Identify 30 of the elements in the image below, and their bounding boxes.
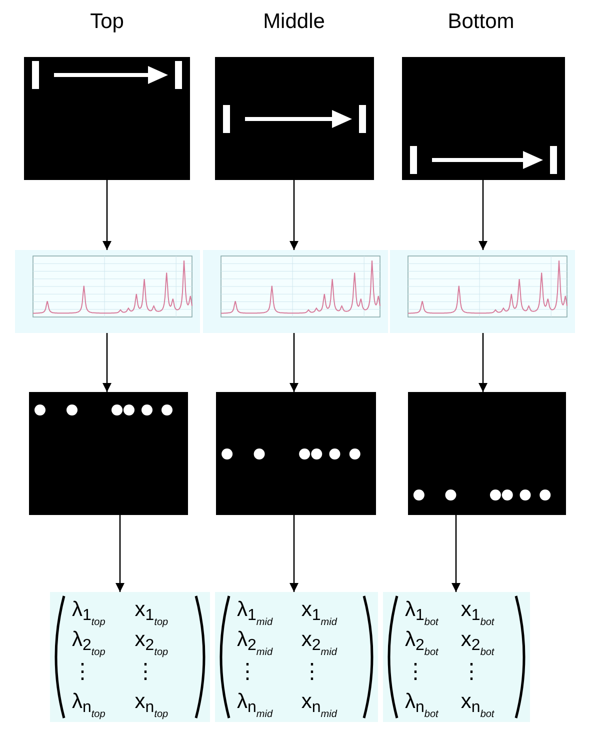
arrow bbox=[290, 333, 298, 392]
matrix-entry: ⋮ bbox=[134, 660, 156, 684]
arrow bbox=[478, 180, 488, 250]
column-heading: Top bbox=[89, 10, 125, 34]
spectrum-chart-drawing bbox=[390, 250, 575, 333]
matrix-entry: ⋮ bbox=[301, 660, 322, 684]
matrix-entry: ⋮ bbox=[237, 660, 258, 684]
arrow bbox=[102, 333, 112, 392]
spectrum-chart-drawing bbox=[203, 250, 388, 333]
arrow bbox=[478, 333, 488, 392]
matrix-panel bbox=[215, 592, 378, 722]
arrow bbox=[290, 515, 298, 592]
matrix-panel bbox=[50, 592, 210, 722]
target-arrow-drawing bbox=[215, 57, 374, 180]
column-heading: Bottom bbox=[446, 10, 516, 34]
matrix-entry: ⋮ bbox=[405, 660, 426, 684]
target-arrow-drawing bbox=[24, 57, 190, 180]
arrow bbox=[452, 515, 460, 592]
arrow bbox=[290, 180, 298, 250]
dot-pattern-drawing bbox=[408, 392, 566, 515]
target-arrow-drawing bbox=[402, 57, 565, 180]
spectrum-chart-drawing bbox=[15, 250, 200, 333]
matrix-panel bbox=[383, 592, 530, 722]
arrow bbox=[116, 515, 124, 592]
dot-pattern-drawing bbox=[29, 392, 188, 515]
column-heading: Middle bbox=[262, 10, 326, 34]
matrix-entry: ⋮ bbox=[460, 660, 482, 684]
arrow bbox=[102, 180, 112, 250]
matrix-entry: ⋮ bbox=[72, 660, 93, 684]
dot-pattern-drawing bbox=[216, 392, 376, 515]
